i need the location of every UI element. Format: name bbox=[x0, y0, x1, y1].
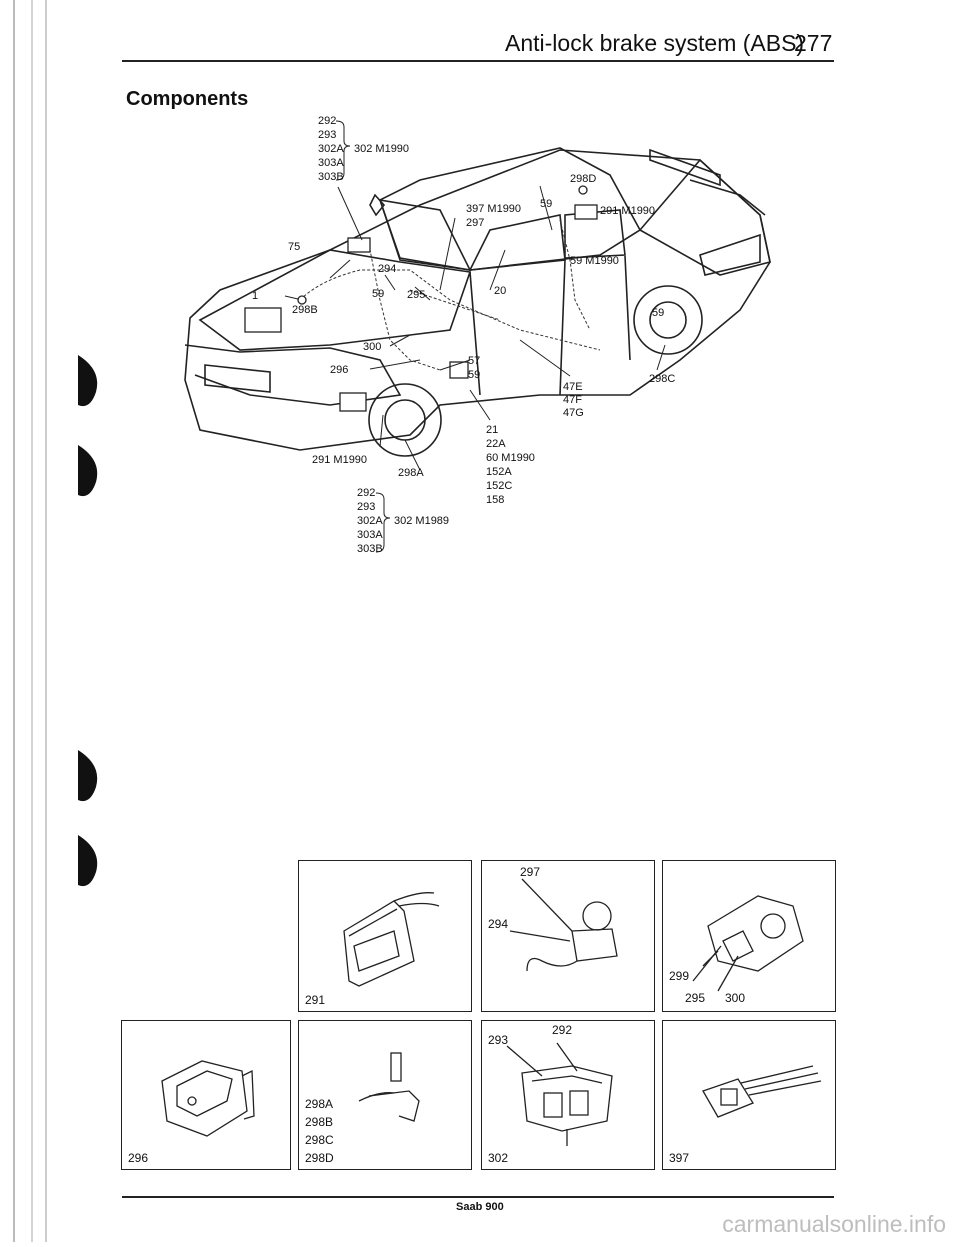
detail-box-298: 298A 298B 298C 298D bbox=[298, 1020, 472, 1170]
detail-label-299: 299 bbox=[669, 969, 690, 983]
detail-label-298D: 298D bbox=[305, 1151, 334, 1165]
page-footer: Saab 900 bbox=[456, 1201, 504, 1213]
label-group-top-3: 302A bbox=[318, 143, 344, 155]
detail-label-302: 302 bbox=[488, 1151, 509, 1165]
label-59-bottom: 59 bbox=[468, 369, 480, 381]
page-number: 277 bbox=[794, 30, 833, 56]
label-1: 1 bbox=[252, 290, 258, 302]
watermark: carmanualsonline.info bbox=[722, 1211, 946, 1237]
label-group-bottom-5: 303B bbox=[357, 543, 383, 555]
label-group-bottom-4: 303A bbox=[357, 529, 383, 541]
label-59-m1990: 59 M1990 bbox=[570, 255, 619, 267]
binding-edge bbox=[0, 0, 120, 1242]
label-47F: 47F bbox=[563, 394, 582, 406]
detail-label-295: 295 bbox=[685, 991, 706, 1005]
header-rule bbox=[122, 60, 834, 62]
label-59-top: 59 bbox=[540, 198, 552, 210]
label-group-top-4: 303A bbox=[318, 157, 344, 169]
label-296: 296 bbox=[330, 364, 348, 376]
binding-hole-2 bbox=[78, 445, 98, 497]
binding-hole-3 bbox=[78, 750, 98, 802]
label-291-m1990-left: 291 M1990 bbox=[312, 454, 367, 466]
detail-label-291: 291 bbox=[305, 993, 326, 1007]
detail-box-296: 296 bbox=[121, 1020, 291, 1170]
components bbox=[244, 185, 598, 412]
label-300: 300 bbox=[363, 341, 381, 353]
detail-box-397: 397 bbox=[662, 1020, 836, 1170]
binding-hole-4 bbox=[78, 835, 98, 887]
label-297: 297 bbox=[466, 217, 484, 229]
footer-rule bbox=[122, 1196, 834, 1198]
car-outline bbox=[184, 147, 771, 457]
detail-label-298B: 298B bbox=[305, 1115, 334, 1129]
label-group-top-2: 293 bbox=[318, 129, 336, 141]
label-291-m1990-right: 291 M1990 bbox=[600, 205, 655, 217]
detail-box-297-294: 297 294 bbox=[481, 860, 655, 1012]
detail-label-293: 293 bbox=[488, 1033, 509, 1047]
label-298D: 298D bbox=[570, 173, 596, 185]
label-group-top-note: 302 M1990 bbox=[354, 143, 409, 155]
label-298B: 298B bbox=[292, 304, 318, 316]
detail-label-300: 300 bbox=[725, 991, 746, 1005]
detail-box-293-292-302: 293 292 302 bbox=[481, 1020, 655, 1170]
wiring-harness bbox=[299, 219, 601, 371]
diagram-labels: 292 293 302A 303A 303B 302 M1990 298D 39… bbox=[252, 115, 675, 555]
label-152A: 152A bbox=[486, 466, 512, 478]
label-group-bottom-1: 292 bbox=[357, 487, 375, 499]
label-298C: 298C bbox=[649, 373, 675, 385]
label-22A: 22A bbox=[486, 438, 506, 450]
leader-lines bbox=[284, 120, 666, 553]
label-60-m1990: 60 M1990 bbox=[486, 452, 535, 464]
label-group-top-5: 303B bbox=[318, 171, 344, 183]
label-298A: 298A bbox=[398, 467, 424, 479]
label-group-bottom-3: 302A bbox=[357, 515, 383, 527]
detail-label-294: 294 bbox=[488, 917, 509, 931]
label-158: 158 bbox=[486, 494, 504, 506]
detail-label-397: 397 bbox=[669, 1151, 690, 1165]
label-295: 295 bbox=[407, 289, 425, 301]
label-59-right: 59 bbox=[652, 307, 664, 319]
label-47G: 47G bbox=[563, 407, 584, 419]
label-21: 21 bbox=[486, 424, 498, 436]
label-57: 57 bbox=[468, 355, 480, 367]
label-397-m1990: 397 M1990 bbox=[466, 203, 521, 215]
label-group-top-1: 292 bbox=[318, 115, 336, 127]
label-group-bottom-note: 302 M1989 bbox=[394, 515, 449, 527]
label-152C: 152C bbox=[486, 480, 512, 492]
page-header-title: Anti-lock brake system (ABS) bbox=[505, 30, 805, 56]
label-47E: 47E bbox=[563, 381, 583, 393]
section-title: Components bbox=[126, 88, 249, 110]
binding-hole-1 bbox=[78, 355, 98, 407]
detail-box-291: 291 bbox=[298, 860, 472, 1012]
label-59-mid: 59 bbox=[372, 288, 384, 300]
label-294: 294 bbox=[378, 263, 396, 275]
label-group-bottom-2: 293 bbox=[357, 501, 375, 513]
detail-label-292: 292 bbox=[552, 1023, 573, 1037]
detail-label-298C: 298C bbox=[305, 1133, 334, 1147]
detail-label-297: 297 bbox=[520, 865, 541, 879]
label-20: 20 bbox=[494, 285, 506, 297]
label-75: 75 bbox=[288, 241, 300, 253]
detail-box-299-295-300: 299 295 300 bbox=[662, 860, 836, 1012]
detail-label-298A: 298A bbox=[305, 1097, 334, 1111]
detail-label-296: 296 bbox=[128, 1151, 149, 1165]
